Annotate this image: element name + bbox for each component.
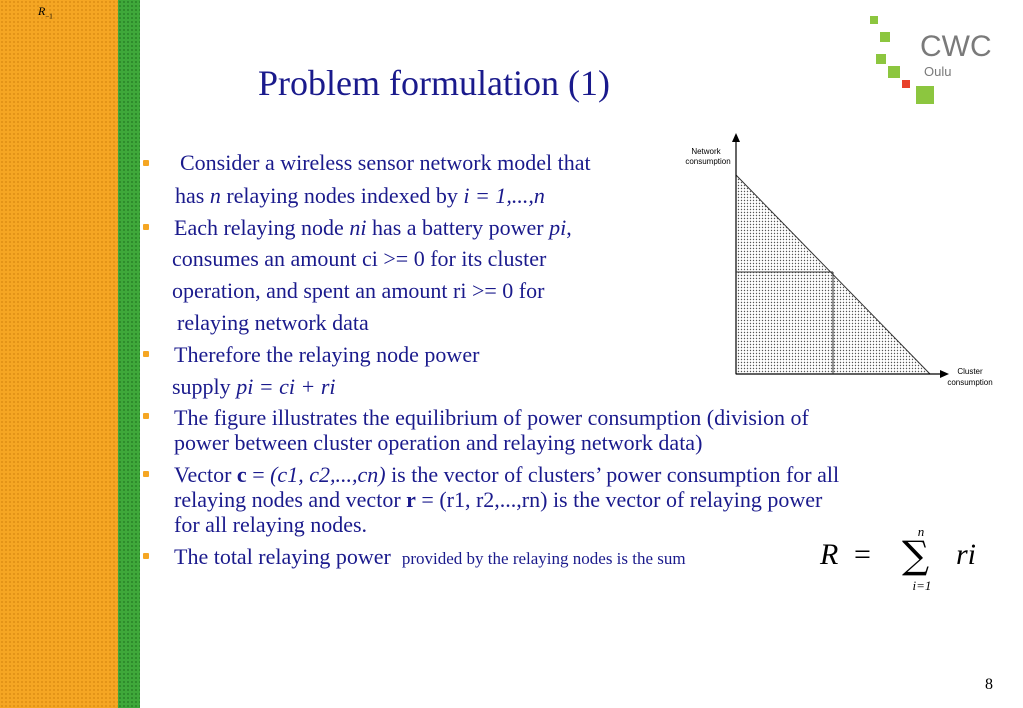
- y-axis-label-2: consumption: [685, 157, 730, 166]
- logo-square: [876, 54, 886, 64]
- logo-square: [870, 16, 878, 24]
- text-italic: ni: [349, 215, 367, 240]
- formula-upper-limit: n: [918, 526, 925, 539]
- y-axis-label-1: Network: [691, 147, 721, 156]
- corner-letter: R: [38, 4, 46, 18]
- text: has: [175, 183, 210, 208]
- bullet-4-line-1: The figure illustrates the equilibrium o…: [174, 405, 809, 430]
- formula-lower-limit: i=1: [913, 578, 932, 593]
- text: is the vector of clusters’ power consump…: [385, 462, 840, 487]
- sum-formula: R = ∑ n i=1 ri: [819, 526, 976, 593]
- logo-subtext: Oulu: [924, 64, 951, 79]
- logo-square: [888, 66, 900, 78]
- text: The total relaying power: [174, 544, 391, 569]
- formula-equals: =: [854, 538, 871, 571]
- slide-title: Problem formulation (1): [258, 63, 610, 103]
- text: =: [246, 462, 271, 487]
- text: = (r1, r2,...,rn) is the vector of relay…: [415, 487, 823, 512]
- left-orange-stripe: [0, 0, 118, 708]
- logo-square-red: [902, 80, 910, 88]
- equilibrium-diagram: Network consumption Cluster consumption: [685, 133, 993, 387]
- cwc-oulu-logo: CWC Oulu: [870, 16, 992, 104]
- text-bold: c: [236, 462, 247, 487]
- text: ,: [566, 215, 572, 240]
- bullet-marker: [143, 471, 149, 477]
- text-italic: (c1, c2,...,cn): [270, 462, 386, 487]
- bullet-marker: [143, 224, 149, 230]
- text-bold: r: [406, 487, 416, 512]
- bullet-5-line-1: Vector c = (c1, c2,...,cn) is the vector…: [174, 462, 839, 488]
- text: Each relaying node: [174, 215, 350, 240]
- text: relaying nodes and vector: [174, 487, 407, 512]
- text-italic: pi: [549, 215, 567, 240]
- y-axis-arrow: [732, 133, 740, 142]
- formula-sigma: ∑: [902, 533, 929, 577]
- bullet-2-line-3: operation, and spent an amount ri >= 0 f…: [172, 278, 545, 303]
- bullet-3-line-2: supply pi = ci + ri: [172, 374, 336, 400]
- text: supply: [172, 374, 237, 399]
- text-small: provided by the relaying nodes is the su…: [401, 549, 686, 568]
- text: Vector: [174, 462, 237, 487]
- logo-square: [916, 86, 934, 104]
- bullet-5-line-2: relaying nodes and vector r = (r1, r2,..…: [174, 487, 822, 513]
- corner-label: R−1: [38, 4, 53, 20]
- left-green-stripe: [118, 0, 140, 708]
- text: has a battery power: [366, 215, 550, 240]
- text-italic: pi = ci + ri: [236, 374, 336, 399]
- text-italic: n: [209, 183, 221, 208]
- x-axis-arrow: [940, 370, 949, 378]
- bullet-5-line-3: for all relaying nodes.: [174, 512, 368, 537]
- bullet-marker: [143, 351, 149, 357]
- bullet-1-line-2: has n relaying nodes indexed by i = 1,..…: [175, 183, 545, 209]
- bullet-marker: [143, 160, 149, 166]
- bullet-marker: [143, 413, 149, 419]
- bullet-6-line-1: The total relaying power provided by the…: [174, 544, 686, 570]
- x-axis-label-1: Cluster: [957, 367, 983, 376]
- formula-lhs: R: [819, 538, 838, 571]
- bullet-2-line-4: relaying network data: [177, 310, 369, 335]
- x-axis-label-2: consumption: [947, 378, 992, 387]
- logo-square: [880, 32, 890, 42]
- page-number: 8: [985, 676, 993, 693]
- text-italic: i = 1,...,n: [463, 183, 545, 208]
- bullet-2-line-2: consumes an amount ci >= 0 for its clust…: [172, 246, 547, 271]
- bullet-marker: [143, 553, 149, 559]
- bullet-3-line-1: Therefore the relaying node power: [174, 342, 480, 367]
- bullet-2-line-1: Each relaying node ni has a battery powe…: [174, 215, 572, 241]
- logo-text: CWC: [920, 30, 992, 63]
- text: relaying nodes indexed by: [220, 183, 464, 208]
- formula-term: ri: [956, 538, 976, 571]
- bullet-4-line-2: power between cluster operation and rela…: [174, 430, 703, 455]
- bullet-1-line-1: Consider a wireless sensor network model…: [180, 150, 591, 175]
- corner-sub: −1: [45, 12, 53, 21]
